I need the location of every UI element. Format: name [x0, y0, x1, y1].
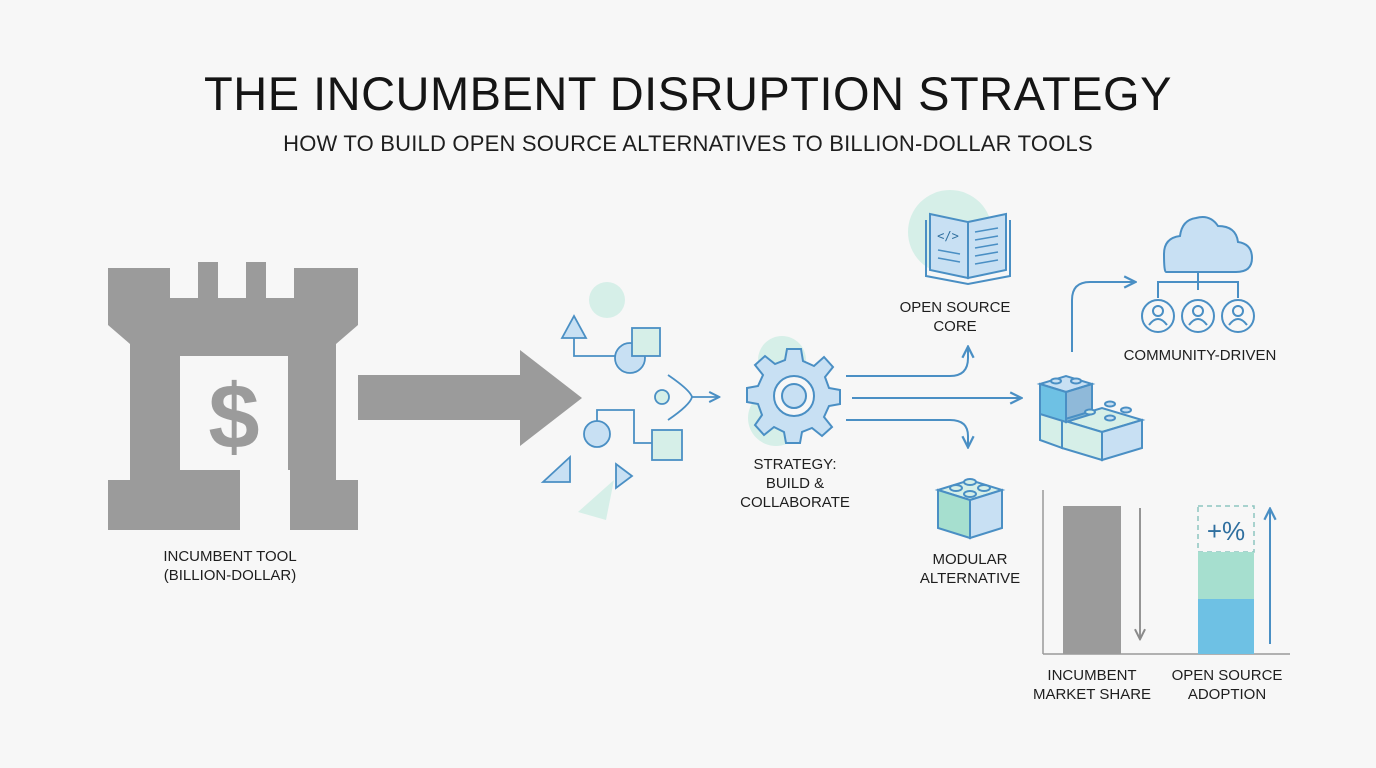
page-subtitle: HOW TO BUILD OPEN SOURCE ALTERNATIVES TO… [283, 131, 1093, 156]
open-source-core-label: OPEN SOURCE CORE [899, 299, 1011, 335]
page-title: THE INCUMBENT DISRUPTION STRATEGY [204, 67, 1172, 120]
adoption-bar-top [1198, 552, 1254, 599]
building-block-icon [934, 478, 1006, 540]
strategy-flow-arrows [846, 282, 1134, 446]
scattered-shapes-icon [540, 282, 718, 520]
gear-icon [746, 336, 841, 446]
open-source-adoption-label: OPEN SOURCE ADOPTION [1171, 667, 1283, 703]
castle-dollar-icon: $ [108, 262, 358, 530]
incumbent-share-label: INCUMBENT MARKET SHARE [1032, 667, 1152, 703]
strategy-label: STRATEGY: BUILD & COLLABORATE [740, 456, 850, 511]
incumbent-flow-arrow [358, 350, 582, 446]
incumbent-label: INCUMBENT TOOL (BILLION-DOLLAR) [163, 548, 297, 584]
svg-text:$: $ [208, 366, 259, 468]
stacked-blocks-icon [1036, 374, 1146, 462]
cloud-users-icon [1141, 216, 1255, 333]
growth-marker: +% [1207, 516, 1245, 546]
modular-alternative-label: MODULAR ALTERNATIVE [919, 551, 1021, 587]
svg-text:</>: </> [937, 229, 959, 243]
adoption-bar-bottom [1198, 599, 1254, 654]
market-comparison-chart: +% [1042, 490, 1290, 655]
incumbent-share-bar [1063, 506, 1121, 654]
code-book-icon: </> [908, 190, 1011, 286]
community-label: COMMUNITY-DRIVEN [1123, 347, 1277, 364]
